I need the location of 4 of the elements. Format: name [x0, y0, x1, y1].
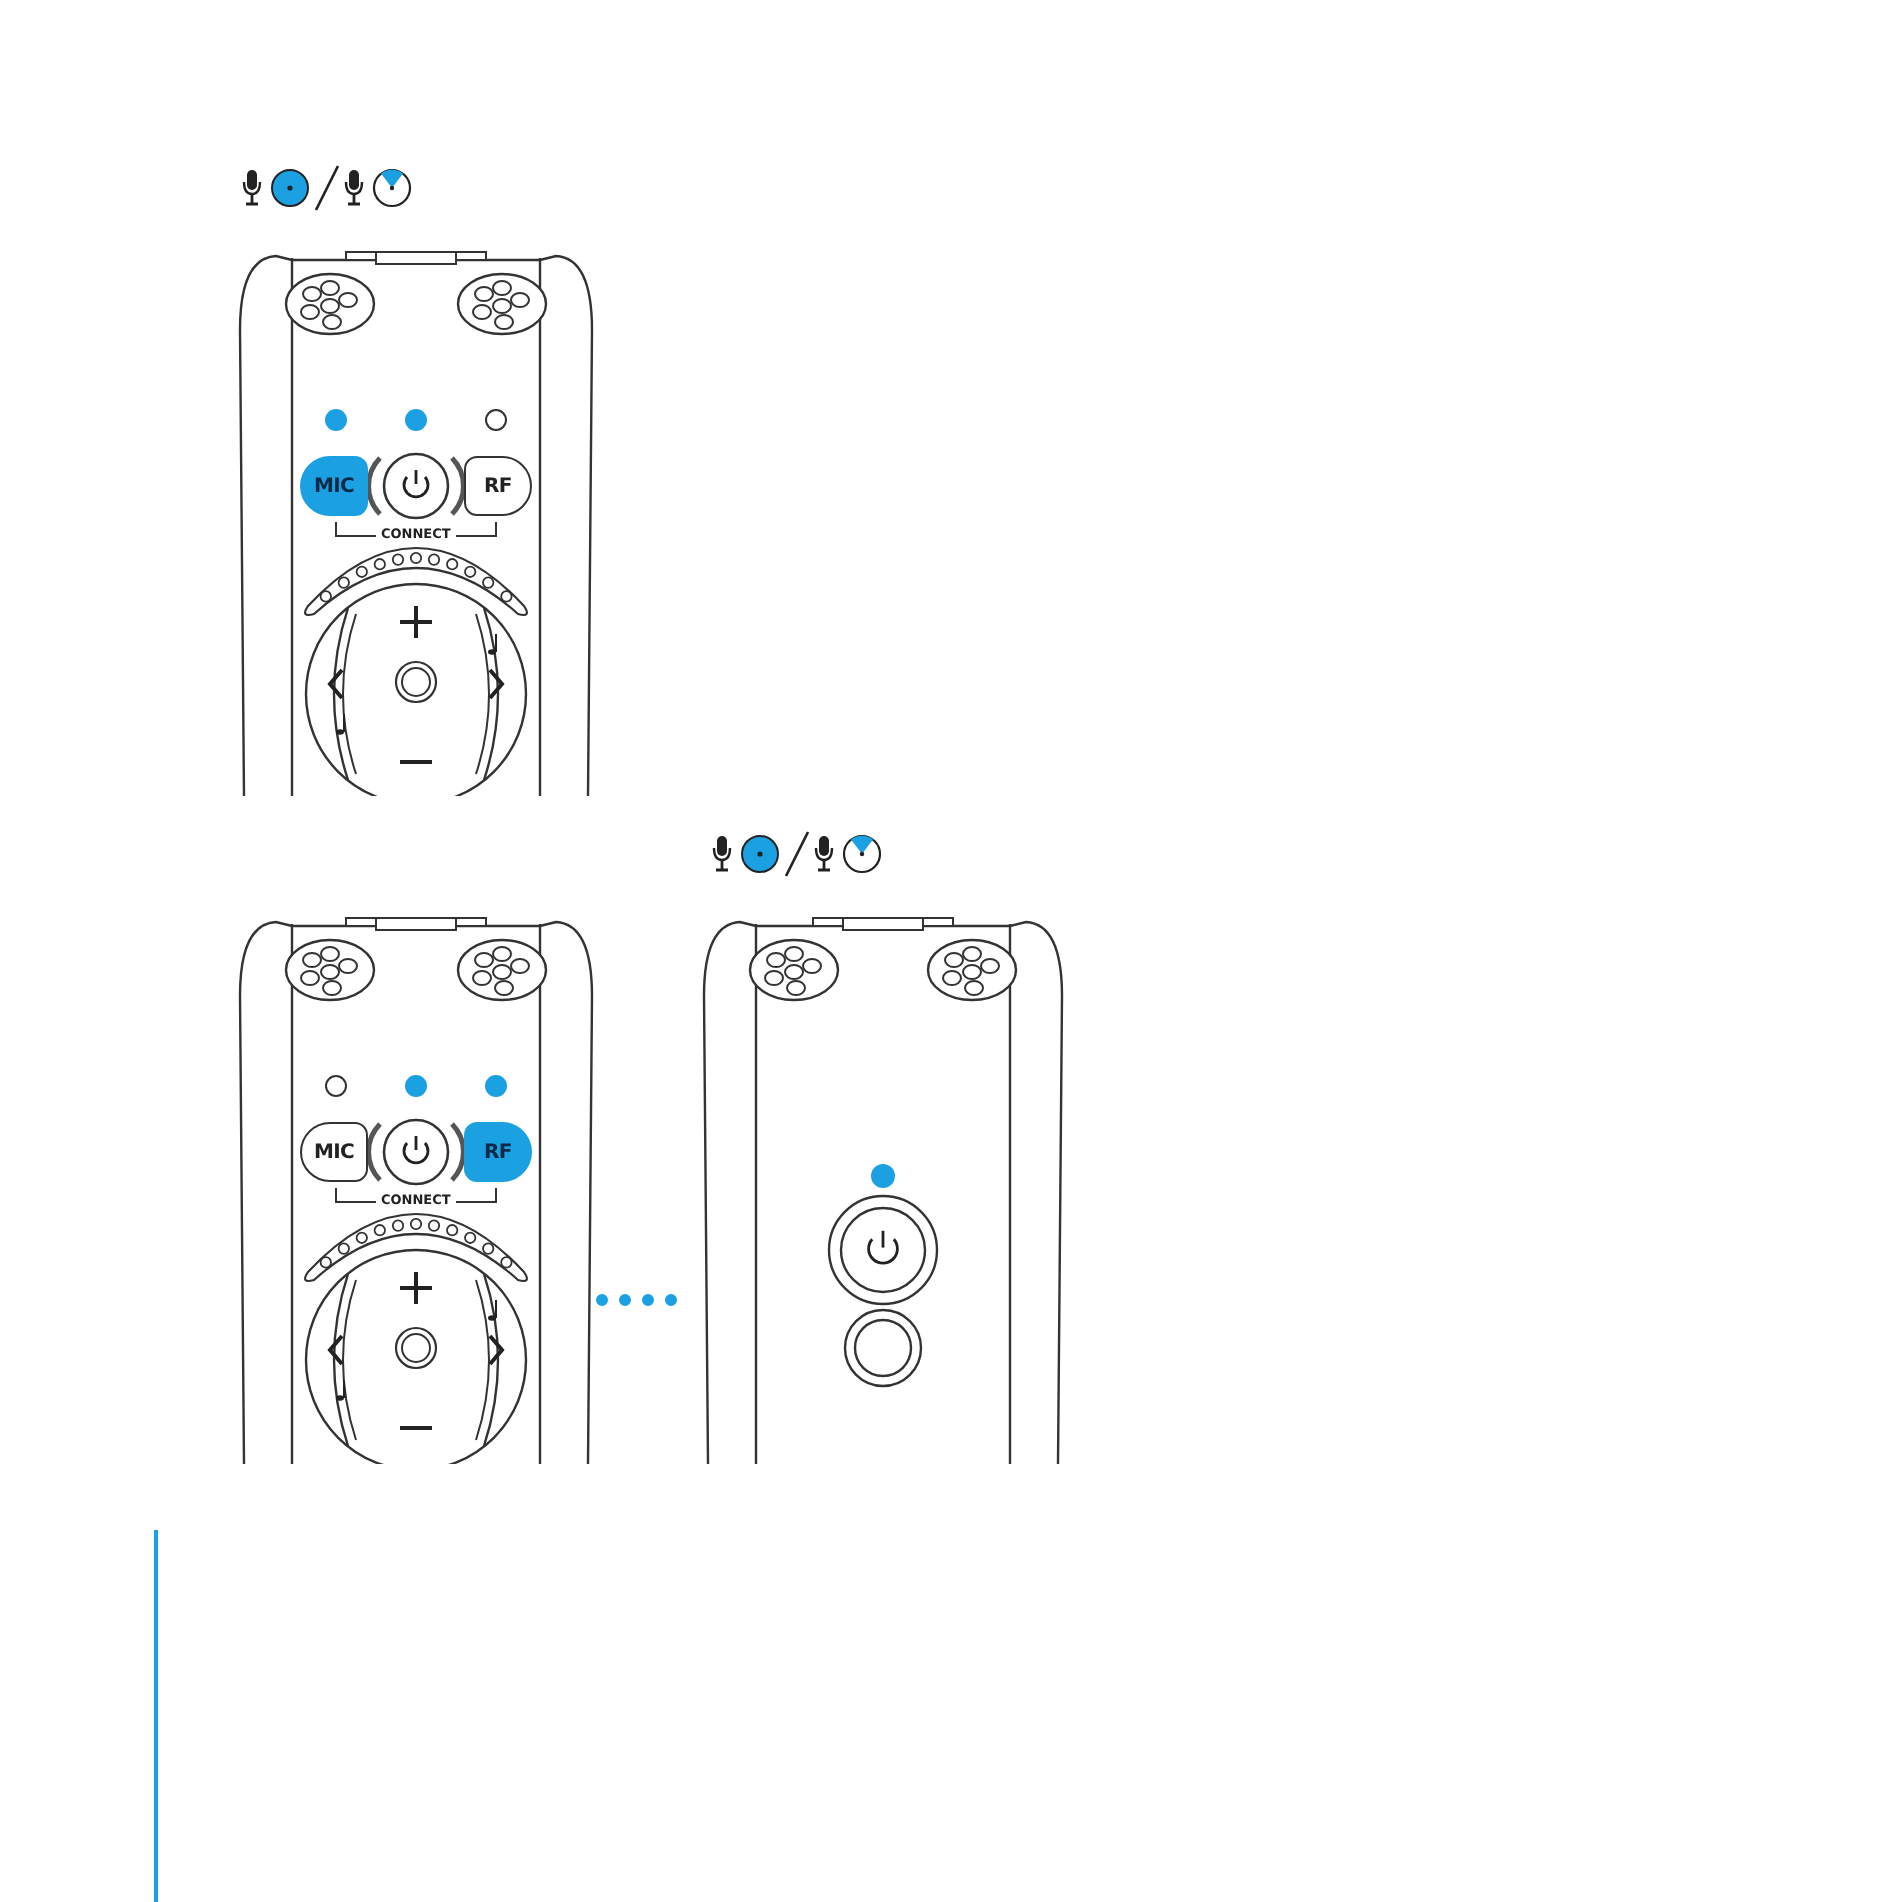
mode-button: MIC	[300, 456, 368, 516]
mode-button: RF	[464, 1122, 532, 1182]
mode-button: MIC	[300, 1122, 368, 1182]
mode-button: RF	[464, 456, 532, 516]
